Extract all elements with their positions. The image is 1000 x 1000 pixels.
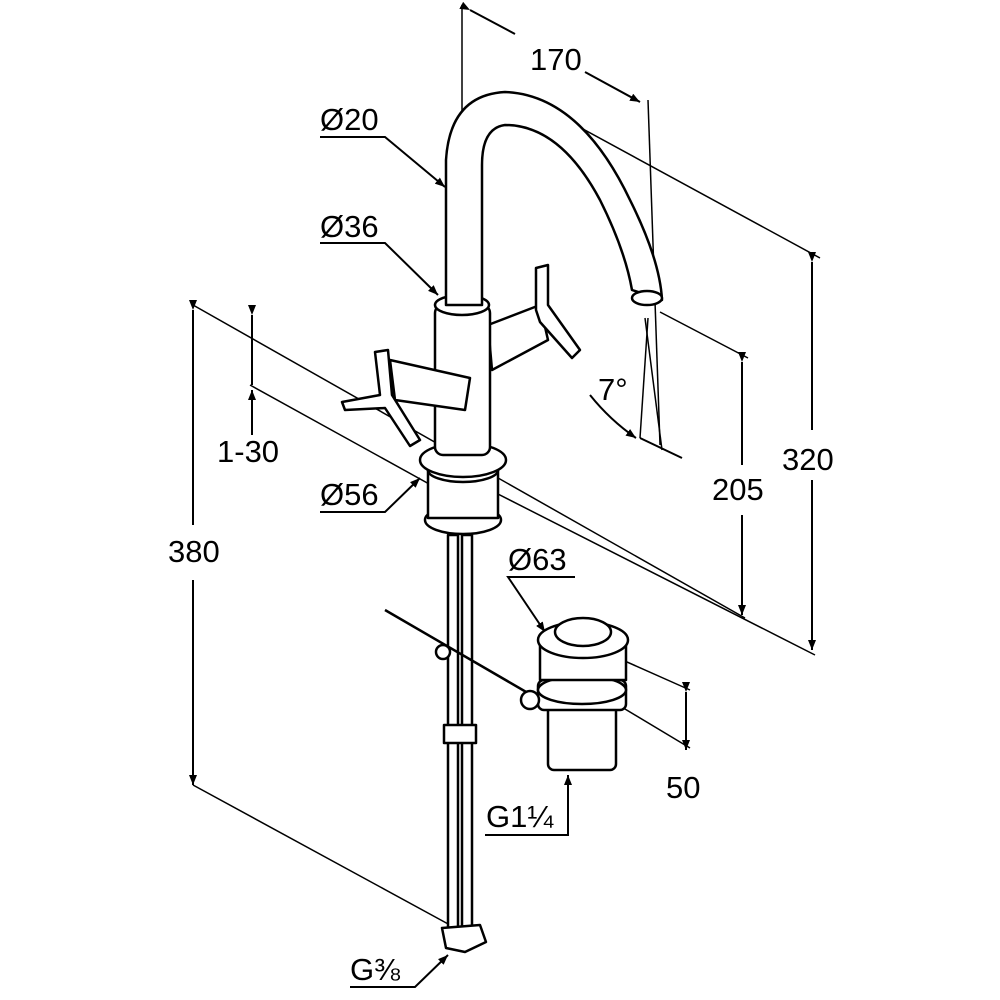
label-waste-height: 50 [666,770,700,805]
dimension-labels: 170 Ø20 Ø36 1-30 Ø56 380 Ø63 7° 205 320 … [168,42,834,987]
label-waste-diameter: Ø63 [508,542,567,577]
pop-up-waste [519,616,630,772]
leader-lines [320,136,575,988]
label-waste-thread: G1¼ [486,799,554,834]
label-supply-thread: G⅜ [350,952,400,987]
label-total-height: 380 [168,534,220,569]
label-spout-angle: 7° [598,372,628,407]
label-outlet-height: 205 [712,472,764,507]
label-overall-height: 320 [782,442,834,477]
dimension-lines [189,1,821,926]
label-spout-diameter: Ø20 [320,102,379,137]
label-spout-reach: 170 [530,42,582,77]
faucet [340,90,664,954]
label-base-diameter: Ø56 [320,477,379,512]
label-body-diameter: Ø36 [320,209,379,244]
label-deck-thickness: 1-30 [217,434,279,469]
